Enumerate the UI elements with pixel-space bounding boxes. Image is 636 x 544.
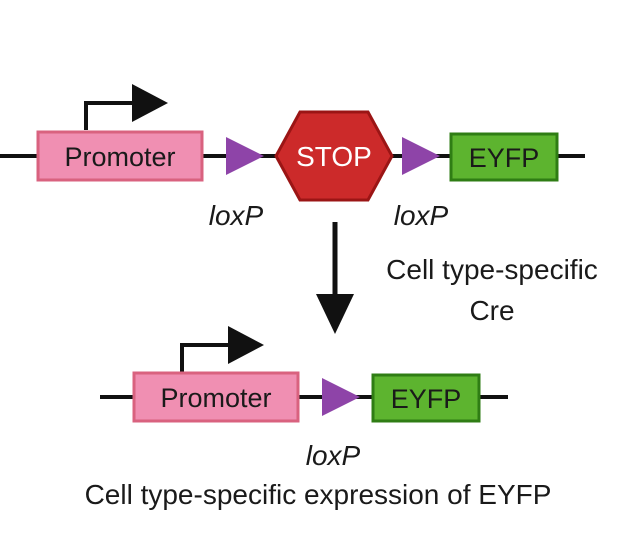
top-transcription-start-icon	[84, 84, 168, 130]
bottom-construct: Promoter EYFP loxP	[100, 326, 508, 471]
stop-hexagon-icon	[274, 110, 394, 202]
top-loxp-left-triangle-icon	[226, 137, 264, 175]
bottom-eyfp-box: EYFP	[371, 373, 481, 423]
cre-label-line2: Cre	[469, 295, 514, 326]
top-promoter-box: Promoter	[36, 130, 204, 182]
bottom-promoter-box: Promoter	[132, 371, 300, 423]
top-loxp-right-triangle-icon	[402, 137, 440, 175]
stop-label: STOP	[296, 141, 372, 172]
down-arrow-icon	[316, 294, 354, 334]
top-construct: Promoter STOP EYFP loxP loxP	[0, 84, 585, 231]
bottom-loxp-triangle-icon	[322, 378, 360, 416]
top-eyfp-box: EYFP	[449, 132, 559, 182]
top-eyfp-label: EYFP	[469, 143, 540, 173]
top-loxp-right-label: loxP	[394, 200, 449, 231]
bottom-transcription-start-icon	[180, 326, 264, 372]
stop-sign: STOP	[274, 110, 394, 202]
top-promoter-label: Promoter	[64, 142, 175, 172]
bottom-promoter-label: Promoter	[160, 383, 271, 413]
top-loxp-left-label: loxP	[209, 200, 264, 231]
bottom-eyfp-label: EYFP	[391, 384, 462, 414]
recombination-arrow	[316, 222, 354, 334]
caption: Cell type-specific expression of EYFP	[85, 479, 552, 510]
cre-label-line1: Cell type-specific	[386, 254, 598, 285]
bottom-loxp-label: loxP	[306, 440, 361, 471]
